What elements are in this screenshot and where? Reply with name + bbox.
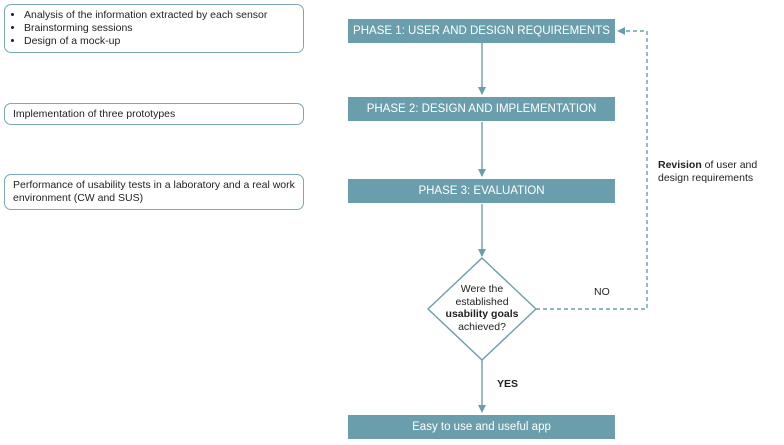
decision-line-2: established (455, 295, 509, 308)
revision-feedback-loop (536, 27, 648, 310)
no-branch-label: NO (594, 286, 610, 298)
phase2-box: PHASE 2: DESIGN AND IMPLEMENTATION (348, 97, 615, 121)
phase1-box: PHASE 1: USER AND DESIGN REQUIREMENTS (348, 19, 615, 43)
phase1-activities-note: Analysis of the information extracted by… (4, 4, 304, 53)
outcome-box: Easy to use and useful app (348, 415, 615, 439)
decision-line-4: achieved? (458, 320, 506, 333)
phase3-activities-note: Performance of usability tests in a labo… (4, 174, 304, 210)
revision-label-bold: Revision (658, 159, 702, 171)
phase3-activity-text: Performance of usability tests in a labo… (13, 179, 295, 204)
decision-line-3: usability goals (445, 308, 519, 320)
revision-label-rest: of user and design requirements (658, 159, 758, 184)
phase1-activity-item: Design of a mock-up (24, 35, 295, 48)
phase2-activities-note: Implementation of three prototypes (4, 103, 304, 125)
revision-label: Revision of user and design requirements (658, 159, 780, 185)
outcome-label: Easy to use and useful app (412, 421, 551, 433)
phase1-label: PHASE 1: USER AND DESIGN REQUIREMENTS (353, 25, 610, 37)
yes-branch-label: YES (497, 378, 519, 390)
phase1-activity-item: Analysis of the information extracted by… (24, 9, 295, 22)
phase2-label: PHASE 2: DESIGN AND IMPLEMENTATION (366, 103, 597, 115)
phase3-label: PHASE 3: EVALUATION (418, 185, 545, 197)
decision-line-1: Were the (460, 283, 504, 295)
phase3-box: PHASE 3: EVALUATION (348, 179, 615, 203)
phase1-activities-list: Analysis of the information extracted by… (13, 9, 295, 48)
decision-question: Were the established usability goals ach… (432, 283, 532, 333)
phase1-activity-item: Brainstorming sessions (24, 22, 295, 35)
phase2-activity-text: Implementation of three prototypes (13, 108, 176, 120)
